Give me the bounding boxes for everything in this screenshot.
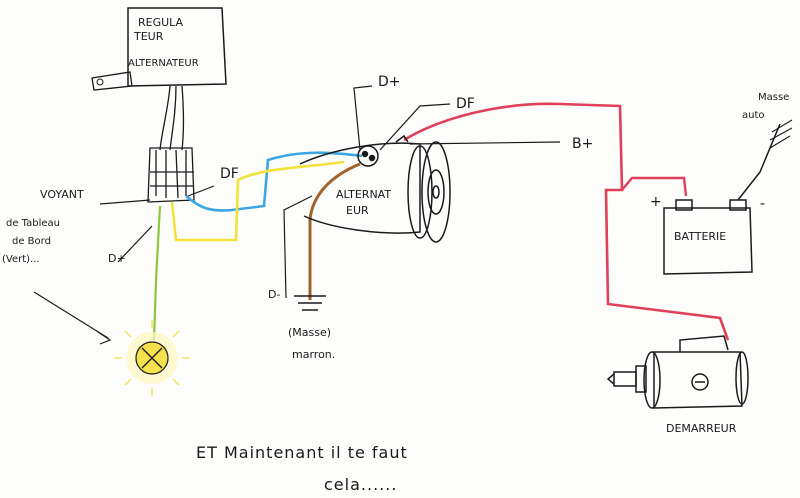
starter-motor: DEMARREUR xyxy=(606,335,749,435)
b-plus-label: B+ xyxy=(572,136,593,152)
masse-label-2: marron. xyxy=(292,348,335,361)
tableau-label-3: (Vert)... xyxy=(2,254,40,265)
masse-auto-label-2: auto xyxy=(742,110,765,121)
masse-auto-label-1: Masse xyxy=(758,92,789,103)
battery-plus-label: + xyxy=(650,194,662,210)
masse-auto-marks xyxy=(769,119,793,149)
terminal-leaders xyxy=(33,85,561,345)
df-left-label: DF xyxy=(220,166,239,182)
masse-label-1: (Masse) xyxy=(288,326,331,339)
caption-line-2: cela...... xyxy=(324,475,397,494)
regulator-label-2: TEUR xyxy=(133,30,164,43)
d-plus-top-label: D+ xyxy=(378,74,401,90)
d-minus-label: D- xyxy=(268,288,280,301)
battery: BATTERIE + - xyxy=(650,123,781,275)
wire-red xyxy=(403,102,730,341)
regulator: REGULA TEUR ALTERNATEUR xyxy=(91,7,227,91)
tableau-label-2: de Bord xyxy=(12,236,51,247)
caption-line-1: ET Maintenant il te faut xyxy=(196,443,408,462)
tableau-label-1: de Tableau xyxy=(6,218,60,229)
battery-minus-label: - xyxy=(760,196,765,212)
regulator-label-3: ALTERNATEUR xyxy=(128,58,199,69)
df-top-label: DF xyxy=(456,96,475,112)
alternator-label-1: ALTERNAT xyxy=(336,188,391,201)
wire-green xyxy=(152,205,162,341)
wire-yellow xyxy=(170,160,345,242)
battery-label: BATTERIE xyxy=(674,230,726,243)
d-plus-left-label: D+ xyxy=(108,252,126,265)
wire-red-battery xyxy=(621,176,688,197)
warning-lamp-icon xyxy=(114,320,190,396)
alternator-label-2: EUR xyxy=(346,204,369,217)
wire-blue xyxy=(185,151,363,212)
voyant-label: VOYANT xyxy=(40,188,84,201)
ground-symbol xyxy=(294,295,326,311)
regulator-harness xyxy=(147,85,195,203)
regulator-label-1: REGULA xyxy=(138,16,184,29)
wire-brown xyxy=(308,162,361,300)
starter-label: DEMARREUR xyxy=(666,422,737,435)
